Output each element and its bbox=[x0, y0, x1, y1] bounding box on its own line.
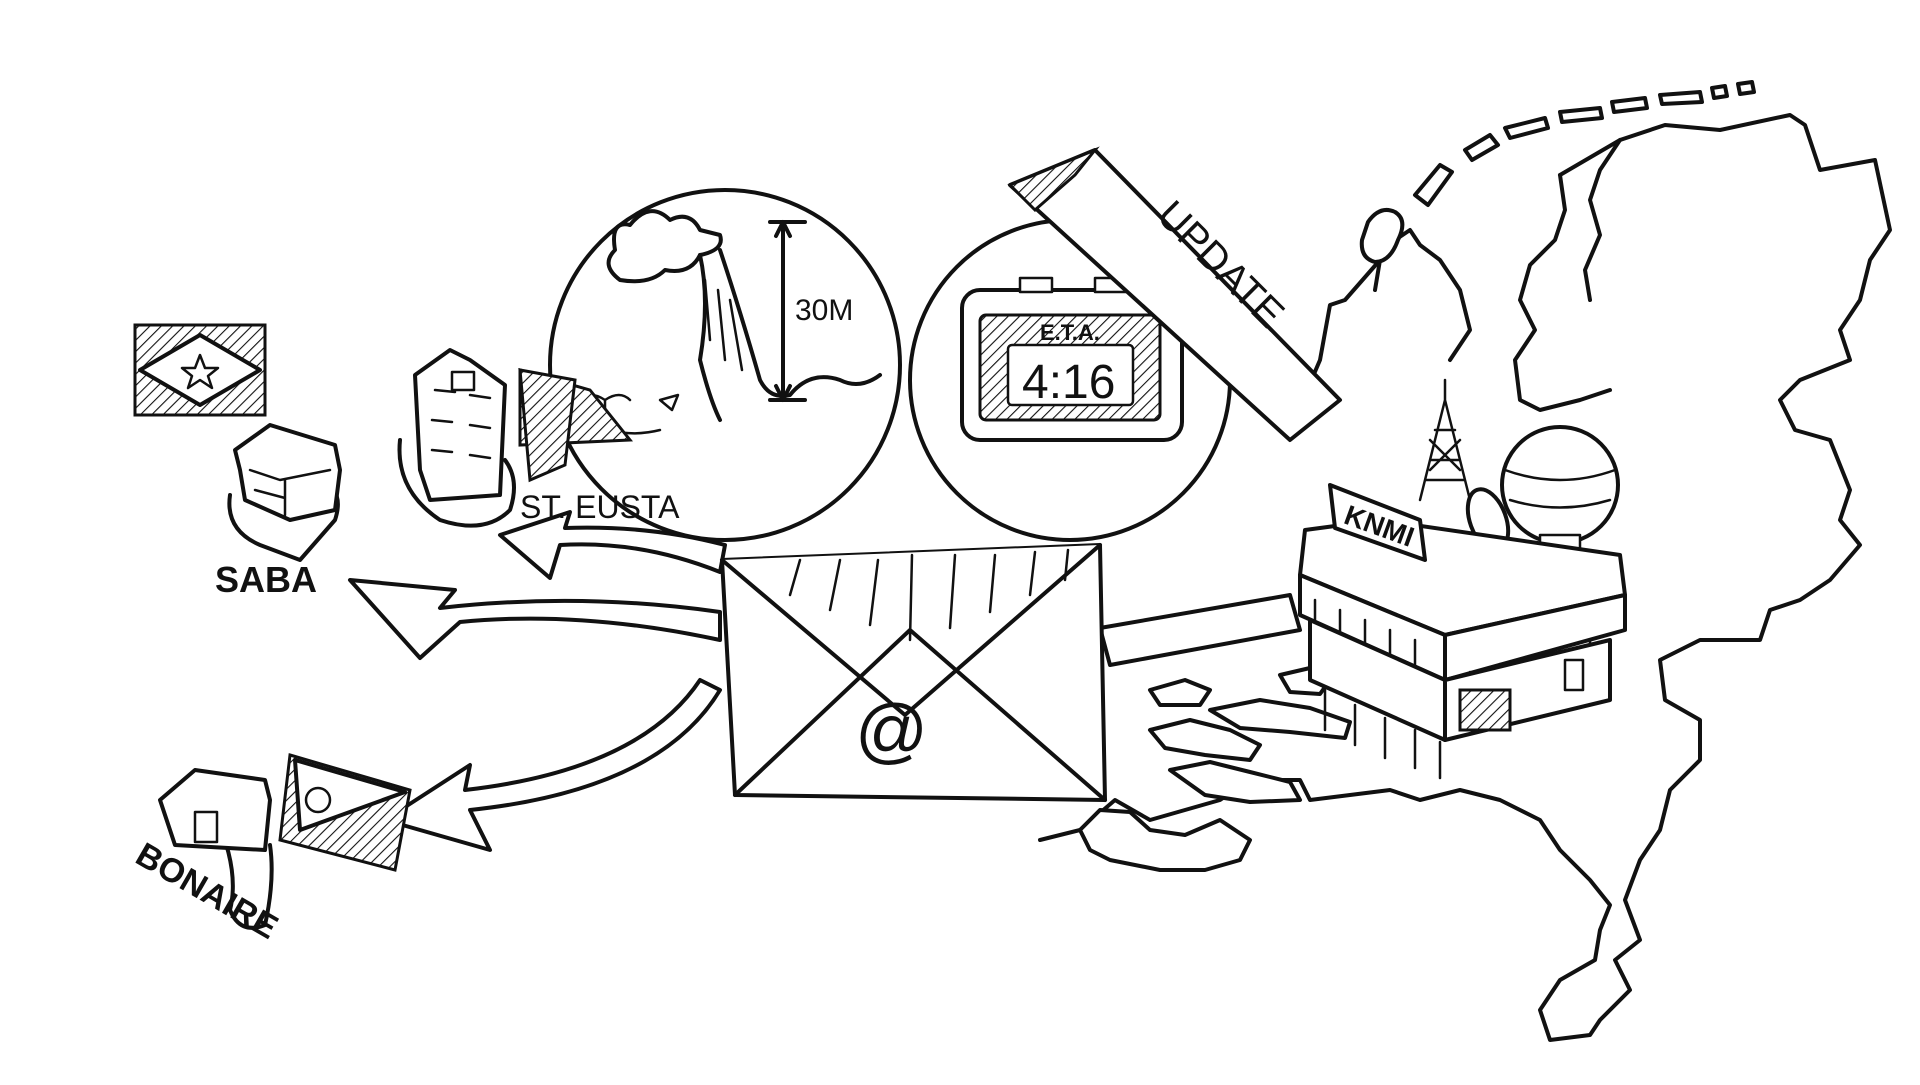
knmi-building-icon: KNMI bbox=[1298, 378, 1627, 780]
house-icon bbox=[233, 423, 342, 522]
st-eustatius-label: ST. EUSTA bbox=[520, 489, 680, 525]
arrow-to-bonaire bbox=[383, 678, 722, 852]
arrow-from-knmi bbox=[1098, 593, 1302, 667]
saba-group: SABA bbox=[133, 323, 342, 600]
tsunami-wave-icon: 30M bbox=[518, 188, 902, 542]
eta-caption: E.T.A. bbox=[1040, 320, 1100, 345]
st-eustatius-group: ST. EUSTA bbox=[397, 348, 680, 528]
alarm-clock-icon: E.T.A. 4:16 UPDATE bbox=[908, 146, 1342, 542]
email-envelope-icon: @ bbox=[720, 543, 1107, 802]
email-at-symbol: @ bbox=[855, 691, 928, 771]
eta-time: 4:16 bbox=[1022, 356, 1115, 409]
bonaire-group: BONAIRE bbox=[129, 753, 412, 947]
arrow-to-saba bbox=[348, 578, 722, 660]
house-icon bbox=[413, 348, 507, 502]
house-icon bbox=[158, 768, 272, 852]
saba-label: SABA bbox=[215, 559, 317, 600]
netherlands-map-icon bbox=[1038, 80, 1892, 1042]
wave-height-label: 30M bbox=[795, 294, 853, 327]
